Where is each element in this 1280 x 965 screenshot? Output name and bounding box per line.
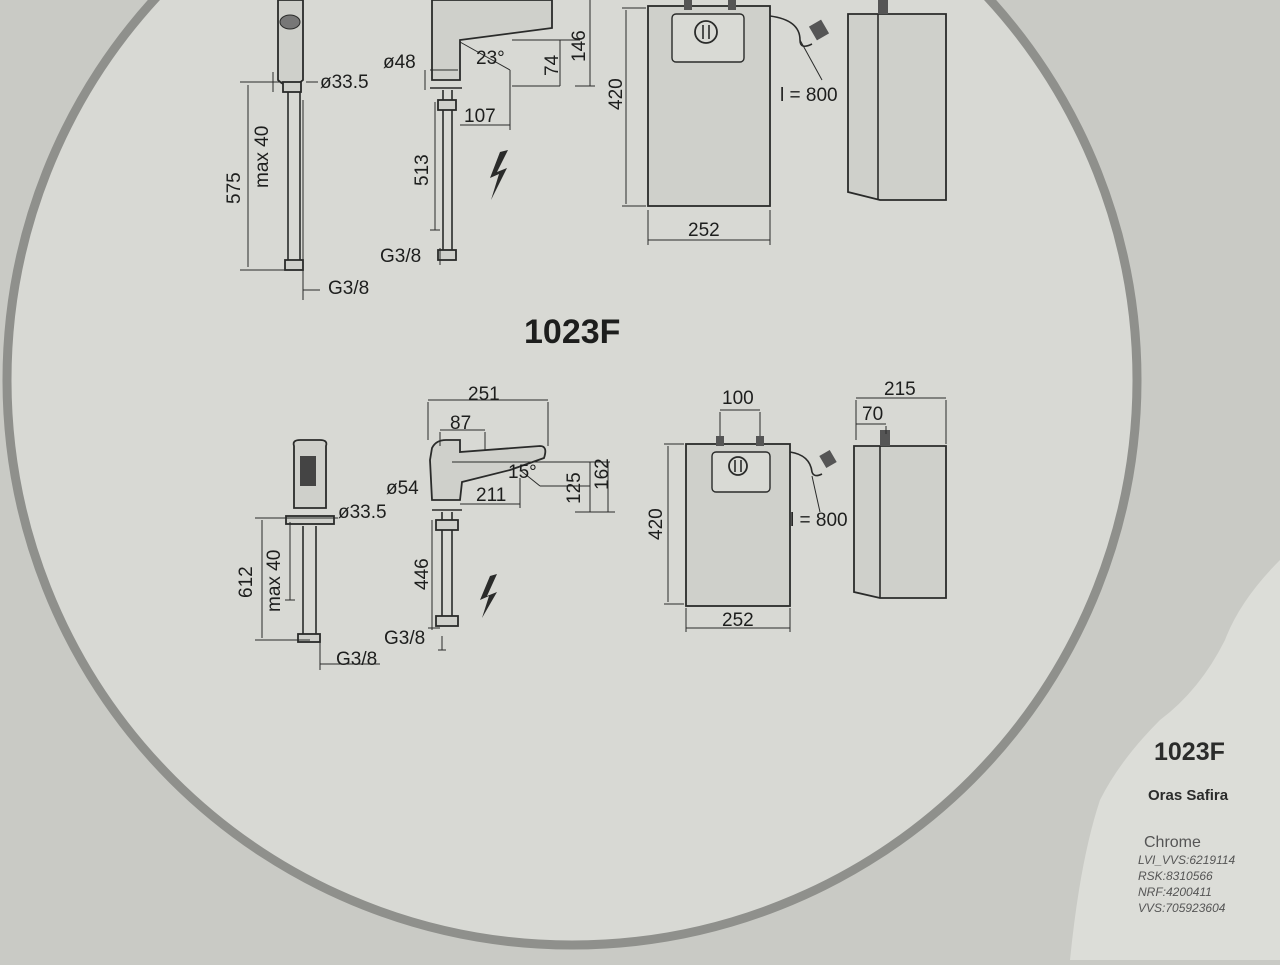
bottom-heater-width: 252	[722, 610, 754, 631]
bottom-front-width: 251	[468, 384, 500, 405]
top-front-diameter: ø48	[383, 52, 416, 73]
top-heater-side-view	[847, 0, 947, 201]
bottom-faucet-side-view: ø33.5 max 40 612 G3/8	[236, 439, 387, 670]
label-ref-nrf: NRF:4200411	[1138, 885, 1212, 899]
label-finish: Chrome	[1144, 834, 1201, 851]
top-heater-front-view: 420 l = 800 252	[606, 0, 838, 245]
top-faucet-front-view: ø48 23° 74 146 107 513 G3/8	[380, 0, 595, 267]
label-model-code: 1023F	[1154, 738, 1225, 766]
model-code-heading: 1023F	[524, 313, 620, 351]
bottom-heater-height: 420	[646, 508, 667, 540]
bottom-side-diameter: ø33.5	[338, 502, 387, 523]
bottom-side-height: 612	[236, 566, 257, 598]
bottom-front-diameter: ø54	[386, 478, 419, 499]
top-heater-height: 420	[606, 78, 627, 110]
top-front-reach: 107	[464, 106, 496, 127]
product-label: 1023F Oras Safira Chrome LVI_VVS:6219114…	[1128, 738, 1278, 916]
bottom-front-total-height: 162	[592, 458, 613, 490]
label-product-name: Oras Safira	[1148, 787, 1229, 804]
top-front-hose: 513	[412, 154, 433, 186]
decorative-circle	[2, 0, 1142, 950]
bottom-front-offset: 87	[450, 413, 471, 434]
bottom-front-angle: 15°	[508, 462, 537, 483]
label-ref-vvs: VVS:705923604	[1138, 901, 1226, 915]
bottom-front-hose: 446	[412, 558, 433, 590]
top-side-height: 575	[224, 172, 245, 204]
bottom-side-thread: G3/8	[336, 649, 377, 670]
top-side-diameter: ø33.5	[320, 72, 369, 93]
bottom-heater-cable: l = 800	[790, 510, 848, 531]
top-faucet-side-view: ø33.5 max 40 575 G3/8	[224, 0, 369, 300]
bottom-heater-depth: 215	[884, 379, 916, 400]
bottom-front-reach: 211	[476, 485, 506, 506]
bottom-heater-front-view: 100 420 l = 800 252	[646, 388, 848, 632]
bottom-side-max: max 40	[264, 550, 285, 612]
top-front-angle: 23°	[476, 48, 505, 69]
bottom-faucet-front-view: 251 87 ø54 15° 211 125 162 446 G3/8	[384, 384, 615, 651]
top-side-max: max 40	[252, 126, 273, 188]
top-heater-width: 252	[688, 220, 720, 241]
bottom-heater-offset: 70	[862, 404, 883, 425]
top-side-thread: G3/8	[328, 278, 369, 299]
top-front-thread: G3/8	[380, 246, 421, 267]
bottom-heater-side-view: 215 70	[853, 379, 947, 599]
top-front-total-height: 146	[569, 30, 590, 62]
label-ref-lvi: LVI_VVS:6219114	[1138, 853, 1236, 867]
label-panel	[1070, 560, 1280, 960]
bottom-front-thread: G3/8	[384, 628, 425, 649]
top-front-spout-height: 74	[542, 54, 563, 76]
top-heater-cable: l = 800	[780, 85, 838, 106]
bottom-heater-connection-spacing: 100	[722, 388, 754, 409]
bottom-front-spout-height: 125	[564, 472, 585, 504]
label-ref-rsk: RSK:8310566	[1138, 869, 1213, 883]
